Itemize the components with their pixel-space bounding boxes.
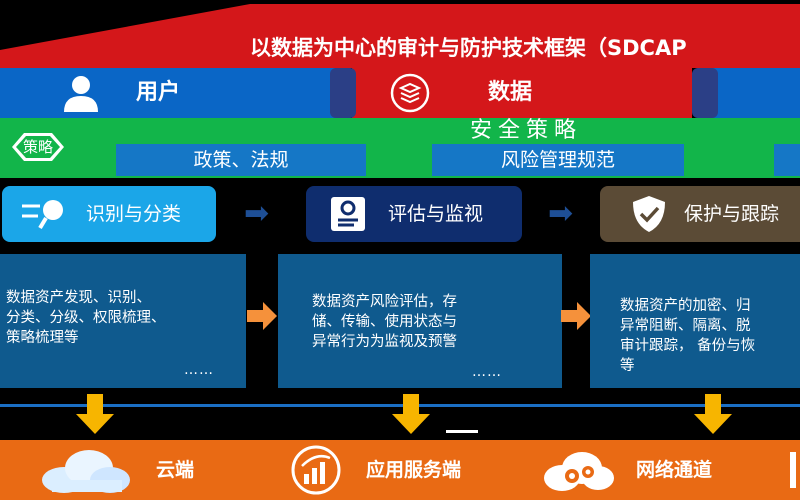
risk-management-norms: 风险管理规范 bbox=[432, 144, 684, 176]
policy-item-cut bbox=[774, 144, 800, 176]
role-separator-left bbox=[330, 68, 356, 118]
channel-label-cloud: 云端 bbox=[156, 459, 195, 481]
shield-check-icon bbox=[633, 196, 665, 232]
desc-line: 数据资产的加密、归 bbox=[620, 298, 751, 314]
framework-title: 以数据为中心的审计与防护技术框架（SDCAP bbox=[250, 36, 687, 60]
stage-identify bbox=[2, 186, 216, 242]
role-bar-data bbox=[352, 68, 692, 118]
stage-label-protect: 保护与跟踪 bbox=[684, 203, 780, 225]
desc-box-identify bbox=[0, 254, 246, 388]
desc-more: …… bbox=[472, 364, 502, 380]
policy-laws: 政策、法规 bbox=[116, 144, 366, 176]
flow-arrow-1-icon bbox=[247, 302, 277, 330]
desc-line: 审计跟踪， 备份与恢 bbox=[620, 338, 756, 354]
down-arrow-1-icon bbox=[76, 394, 114, 434]
assessment-icon bbox=[331, 197, 365, 231]
role-bar-right bbox=[712, 68, 800, 118]
desc-line: 等 bbox=[620, 358, 635, 374]
magnifier-icon bbox=[22, 200, 63, 230]
stage-arrow-2-icon: ➡ bbox=[548, 196, 574, 231]
desc-line: 数据资产风险评估，存 bbox=[312, 294, 457, 310]
strategy-badge-label: 策略 bbox=[22, 138, 53, 156]
desc-box-assess bbox=[278, 254, 562, 388]
strategy-title: 安全策略 bbox=[470, 118, 583, 143]
desc-more: …… bbox=[184, 362, 214, 378]
desc-assess: 数据资产风险评估，存 储、传输、使用状态与 异常行为为监视及预警 bbox=[312, 292, 457, 352]
channel-label-app-server: 应用服务端 bbox=[366, 459, 462, 481]
roof-banner bbox=[0, 4, 800, 68]
desc-line: 策略梳理等 bbox=[6, 330, 79, 346]
channel-label-network: 网络通道 bbox=[636, 459, 713, 481]
channels-bar bbox=[0, 440, 800, 500]
desc-protect: 数据资产的加密、归 异常阻断、隔离、脱 审计跟踪， 备份与恢 等 bbox=[620, 296, 800, 376]
down-arrow-2-icon bbox=[392, 394, 430, 434]
desc-line: 异常阻断、隔离、脱 bbox=[620, 318, 751, 334]
gears-cloud-icon bbox=[544, 452, 614, 491]
strategy-badge-icon bbox=[12, 133, 64, 161]
role-label-data: 数据 bbox=[488, 80, 533, 105]
stage-arrow-1-icon: ➡ bbox=[244, 196, 270, 231]
stage-protect bbox=[600, 186, 800, 242]
stage-label-identify: 识别与分类 bbox=[86, 203, 182, 225]
divider-line bbox=[0, 404, 800, 407]
desc-box-protect bbox=[590, 254, 800, 388]
small-dash bbox=[446, 430, 478, 433]
stage-label-assess: 评估与监视 bbox=[388, 203, 484, 225]
role-separator-right bbox=[692, 68, 718, 118]
flow-arrow-2-icon bbox=[561, 302, 591, 330]
desc-line: 储、传输、使用状态与 bbox=[312, 314, 457, 330]
down-arrow-3-icon bbox=[694, 394, 732, 434]
desc-line: 异常行为为监视及预警 bbox=[312, 334, 457, 350]
role-bar-user bbox=[0, 68, 340, 118]
user-icon bbox=[64, 76, 98, 112]
chart-gauge-icon bbox=[291, 445, 341, 495]
channel-cut-icon bbox=[790, 452, 796, 488]
database-icon bbox=[390, 73, 430, 113]
desc-line: 分类、分级、权限梳理、 bbox=[6, 310, 166, 326]
desc-identify: 数据资产发现、识别、 分类、分级、权限梳理、 策略梳理等 bbox=[6, 288, 166, 348]
desc-line: 数据资产发现、识别、 bbox=[6, 290, 151, 306]
cloud-icon bbox=[42, 450, 130, 493]
role-label-user: 用户 bbox=[136, 80, 181, 105]
